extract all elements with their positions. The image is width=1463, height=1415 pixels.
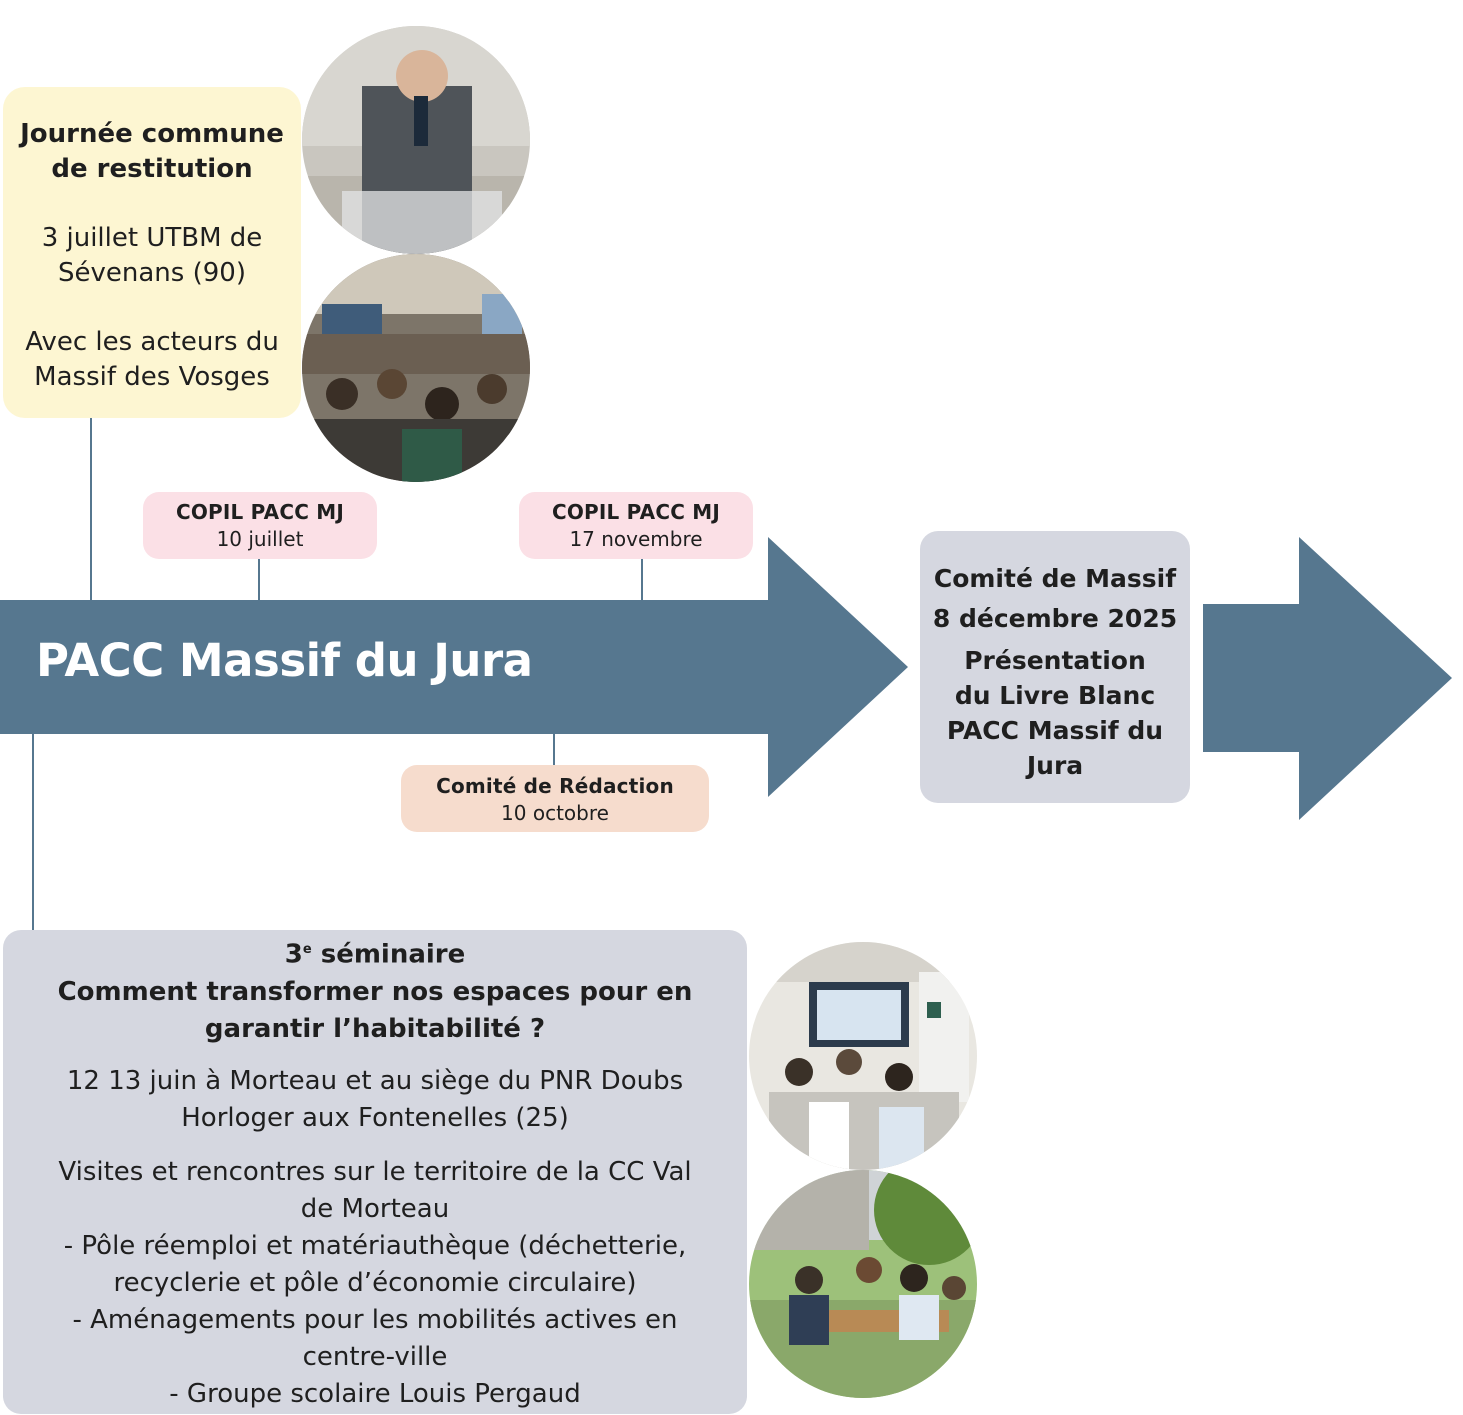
main-timeline-arrow [0,537,908,797]
copil-juillet-date: 10 juillet [216,527,304,551]
restitution-title-line2: de restitution [51,154,253,184]
seminaire-item1-line1: - Pôle réemploi et matériauthèque (déche… [63,1230,687,1261]
seminar-room-photo [749,942,977,1170]
audience-photo [302,254,530,482]
seminaire-dates-line2: Horloger aux Fontenelles (25) [181,1102,569,1133]
seminaire-visits-line1: Visites et rencontres sur le territoire … [58,1156,692,1187]
comite-massif-line6: Jura [1026,751,1084,780]
comite-massif-line4: du Livre Blanc [954,681,1156,710]
seminaire-box: 3e séminaire Comment transformer nos esp… [3,930,747,1414]
restitution-title-line1: Journée commune [20,119,284,149]
restitution-actors-line2: Massif des Vosges [34,362,270,392]
connector-copil-novembre [641,558,643,601]
seminaire-visits-line2: de Morteau [300,1193,450,1224]
speaker-photo [302,26,530,254]
copil-novembre-title: COPIL PACC MJ [551,500,721,524]
copil-novembre-date: 17 novembre [569,527,703,551]
seminaire-ordinal-word: séminaire [320,939,466,970]
final-arrow [1203,537,1452,820]
seminaire-heading: 3e séminaire [3,931,747,974]
outdoor-meeting-photo [749,1170,977,1398]
comite-massif-line2: 8 décembre 2025 [932,604,1178,633]
seminaire-item3: - Groupe scolaire Louis Pergaud [169,1378,581,1409]
comite-massif-line1: Comité de Massif [933,564,1177,593]
restitution-date-line1: 3 juillet UTBM de [41,223,263,253]
comite-massif-box: Comité de Massif 8 décembre 2025 Présent… [920,531,1190,803]
seminaire-item1-line2: recyclerie et pôle d’économie circulaire… [113,1267,637,1298]
redaction-date: 10 octobre [501,801,609,825]
connector-copil-juillet [258,558,260,601]
seminaire-item2-line1: - Aménagements pour les mobilités active… [72,1304,678,1335]
seminaire-title-line1: Comment transformer nos espaces pour en [57,976,693,1007]
seminaire-item2-line2: centre-ville [302,1341,448,1372]
connector-seminaire [32,733,34,930]
seminaire-title-line2: garantir l’habitabilité ? [204,1013,546,1044]
comite-massif-line3: Présentation [964,646,1146,675]
copil-novembre-tag: COPIL PACC MJ 17 novembre [519,492,753,559]
seminaire-dates-line1: 12 13 juin à Morteau et au siège du PNR … [66,1065,684,1096]
redaction-title: Comité de Rédaction [436,774,674,798]
restitution-actors-line1: Avec les acteurs du [25,327,279,357]
timeline-title: PACC Massif du Jura [36,634,533,687]
copil-juillet-tag: COPIL PACC MJ 10 juillet [143,492,377,559]
connector-restitution [90,418,92,601]
seminaire-ordinal-number: 3 [284,939,303,970]
restitution-box: Journée commune de restitution 3 juillet… [3,87,301,418]
comite-massif-line5: PACC Massif du [946,716,1164,745]
copil-juillet-title: COPIL PACC MJ [175,500,345,524]
connector-redaction [553,733,555,766]
restitution-date-line2: Sévenans (90) [58,258,246,288]
seminaire-ordinal-suffix: e [302,942,312,957]
redaction-tag: Comité de Rédaction 10 octobre [401,765,709,832]
